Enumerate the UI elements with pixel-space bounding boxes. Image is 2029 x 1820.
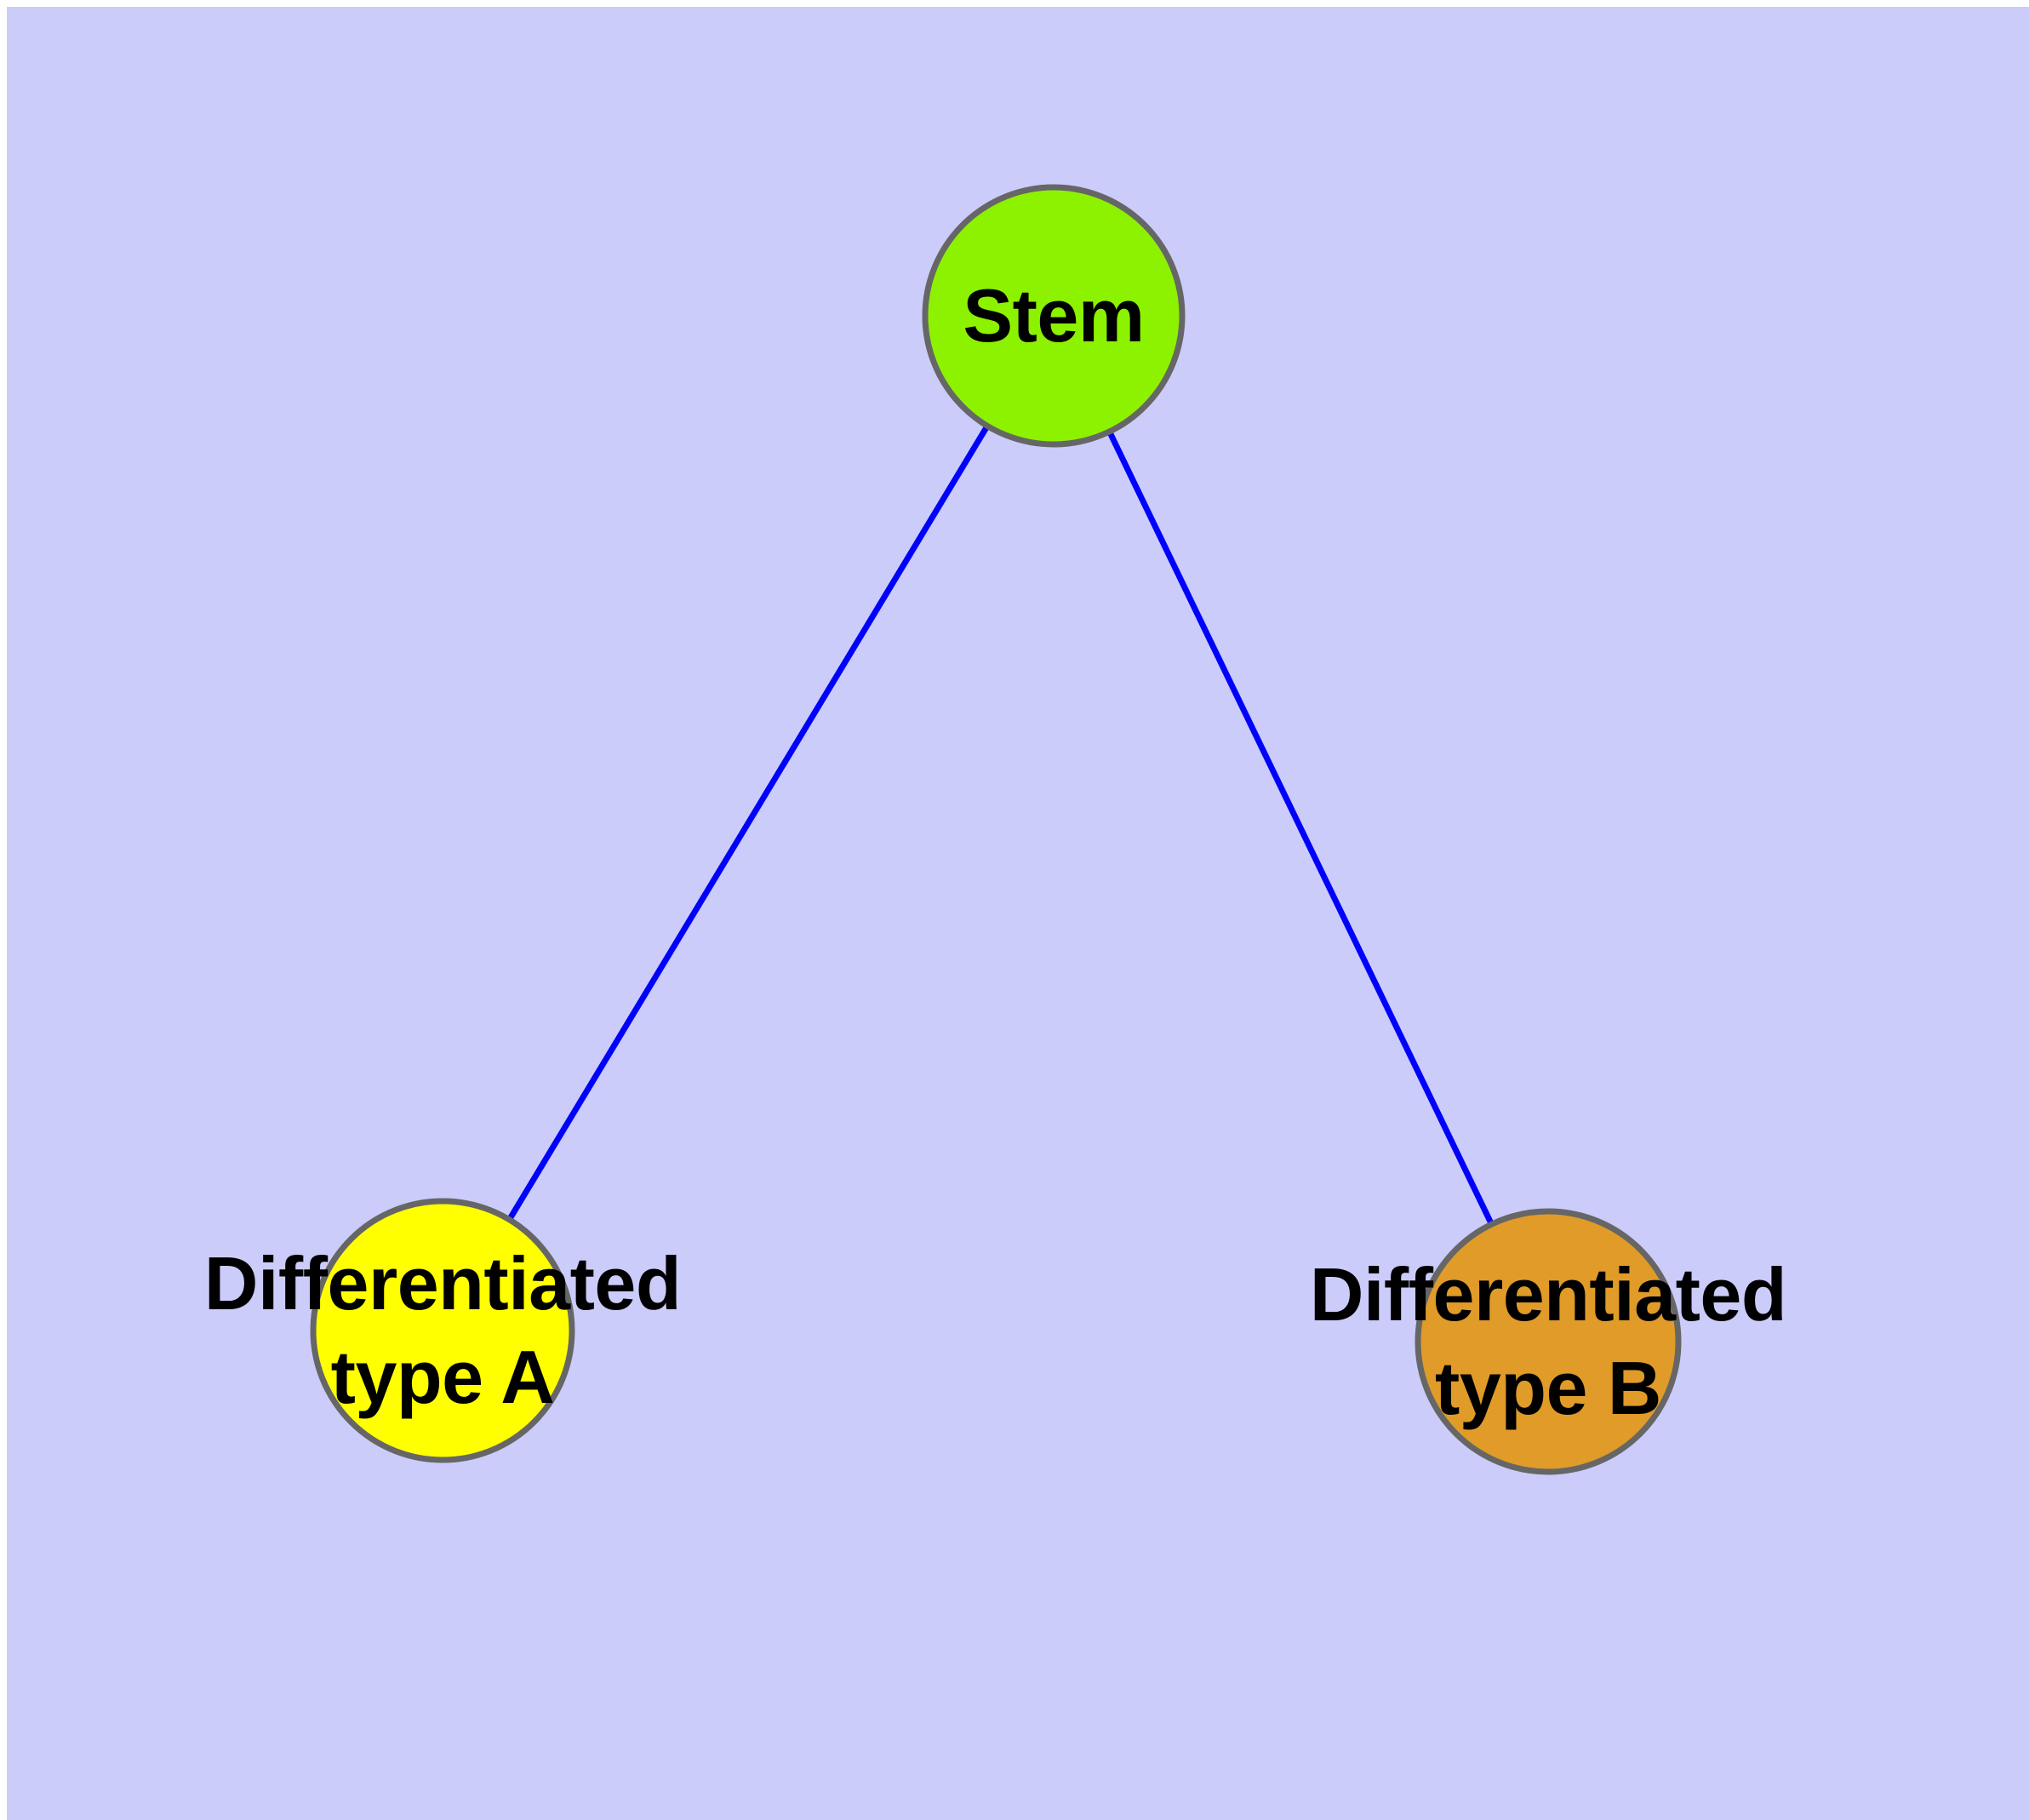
graph-node-diff_b[interactable]: [1415, 1208, 1682, 1475]
graph-node-stem[interactable]: [922, 184, 1186, 448]
graph-svg: [310, 184, 1682, 1475]
graph-edge-stem-to-diff_b[interactable]: [1050, 314, 1552, 1343]
graph-node-diff_a[interactable]: [310, 1198, 575, 1463]
edges-group: [440, 314, 1552, 1343]
nodes-group: [310, 184, 1682, 1475]
graph-edge-stem-to-diff_a[interactable]: [440, 314, 1056, 1332]
